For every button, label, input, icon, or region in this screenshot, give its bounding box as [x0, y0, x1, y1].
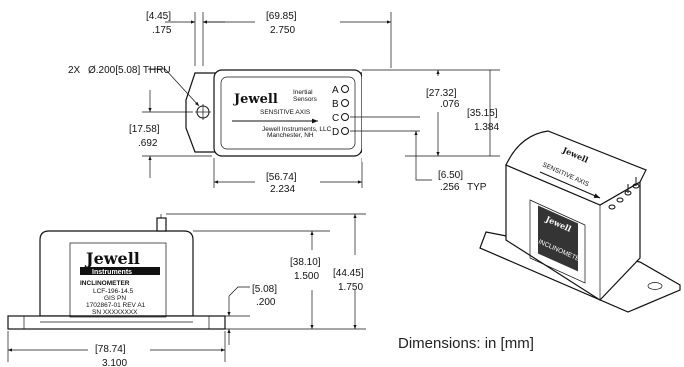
dim-flange-thickness-in: .200: [256, 297, 276, 308]
front-model: INCLINOMETER: [80, 280, 130, 287]
dim-body-length-mm: [56.74]: [266, 172, 297, 183]
dim-body-length-in: 2.234: [270, 184, 295, 195]
isometric-view: Jewell INCLINOMETER Jewell SENSITIVE AXI…: [479, 130, 681, 313]
pin-label-a: A: [332, 85, 339, 96]
hole-callout-qty: 2X: [68, 65, 81, 76]
dim-pin-pitch-suffix: TYP: [467, 182, 487, 193]
top-axis-text: SENSITIVE AXIS: [260, 109, 311, 116]
top-label-frame: [220, 76, 356, 150]
front-line2: GIS PN: [104, 295, 126, 302]
pin-d: [341, 127, 349, 135]
iso-body-top: [505, 130, 647, 206]
front-line4: SN XXXXXXXX: [92, 309, 138, 316]
top-addr2: Manchester, NH: [267, 132, 314, 139]
top-brand: Jewell: [233, 92, 278, 107]
top-brand-line2: Sensors: [293, 96, 318, 103]
pin-a: [341, 85, 349, 93]
pin-group: A B C D: [332, 85, 349, 138]
top-view: Jewell Inertial Sensors SENSITIVE AXIS J…: [68, 11, 500, 195]
iso-pins: [608, 177, 640, 210]
dim-flange-height-in: 1.384: [474, 122, 499, 133]
top-addr1: Jewell Instruments, LLC: [262, 126, 332, 133]
dim-hole-spacing-mm: [69.85]: [266, 11, 297, 22]
dim-body-height-in: .076: [440, 99, 460, 110]
units-note: Dimensions: in [mm]: [398, 335, 534, 352]
dim-front-body-height-in: 1.500: [294, 271, 319, 282]
front-brand-sub: Instruments: [92, 269, 132, 276]
hole-callout-dia: Ø.200[5.08] THRU: [88, 65, 171, 76]
dim-hole-offset-in: .175: [152, 25, 172, 36]
iso-flange-hole: [647, 282, 663, 290]
dim-hole-height-mm: [17.58]: [129, 124, 160, 135]
front-line3: 1702867-01 REV A1: [86, 302, 146, 309]
pin-c: [341, 113, 349, 121]
front-line1: LCF-196-14.5: [93, 288, 133, 295]
dim-front-body-height-mm: [38.10]: [290, 257, 321, 268]
dim-base-length-mm: [78.74]: [95, 344, 126, 355]
dim-body-height-mm: [27.32]: [426, 88, 457, 99]
hole-callout-leader: [148, 68, 200, 107]
dim-hole-height-in: .692: [138, 138, 158, 149]
dim-hole-spacing-in: 2.750: [270, 25, 295, 36]
front-brand: Jewell: [84, 249, 140, 268]
dim-front-total-height-mm: [44.45]: [333, 268, 364, 279]
iso-label: [529, 199, 586, 284]
dim-flange-height-mm: [35.15]: [467, 108, 498, 119]
front-view: Jewell Instruments INCLINOMETER LCF-196-…: [7, 213, 366, 367]
pin-label-d: D: [332, 127, 339, 138]
dim-hole-offset-mm: [4.45]: [146, 11, 171, 22]
pin-label-c: C: [332, 113, 339, 124]
dim-pin-pitch-mm: [6.50]: [438, 170, 463, 181]
pin-label-b: B: [332, 99, 339, 110]
dim-front-total-height-in: 1.750: [338, 282, 363, 293]
front-label: [69, 242, 167, 318]
pin-b: [341, 99, 349, 107]
front-flange: [7, 315, 226, 330]
dim-base-length-in: 3.100: [102, 358, 127, 367]
dim-pin-pitch-in: .256: [440, 182, 460, 193]
dim-flange-thickness-mm: [5.08]: [252, 284, 277, 295]
front-connector: [156, 217, 167, 232]
top-brand-line1: Inertial: [293, 89, 313, 96]
